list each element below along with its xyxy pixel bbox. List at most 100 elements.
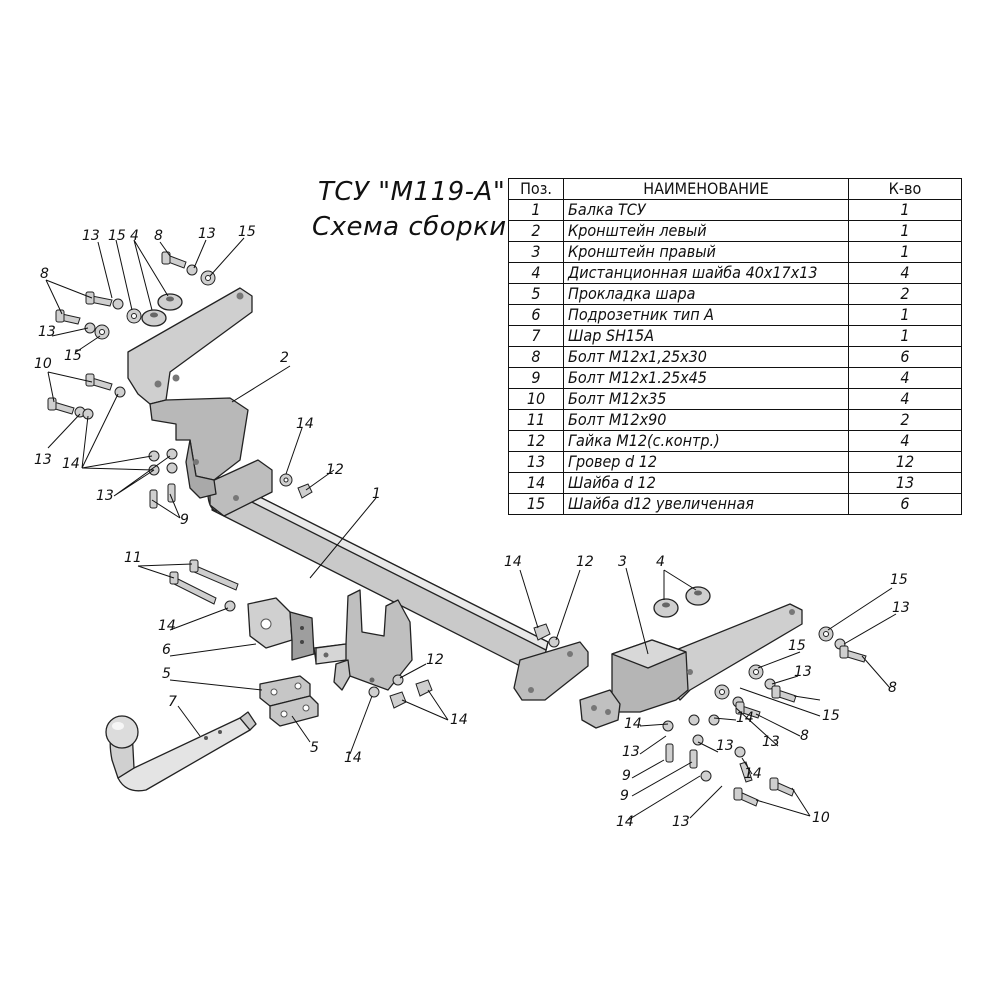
callout: 14 — [158, 618, 176, 634]
callout: 1 — [372, 486, 381, 502]
row-qty: 4 — [848, 430, 962, 452]
callout: 14 — [296, 416, 314, 432]
row-name: Болт М12х35 — [563, 388, 849, 410]
row-pos: 12 — [508, 430, 564, 452]
callout: 13 — [892, 600, 910, 616]
callout: 13 — [762, 734, 780, 750]
row-name: Кронштейн правый — [563, 241, 849, 263]
row-qty: 2 — [848, 283, 962, 305]
table-header-row: Поз. НАИМЕНОВАНИЕ К-во — [508, 178, 962, 200]
row-name: Болт М12х1,25х30 — [563, 346, 849, 368]
callout: 15 — [890, 572, 908, 588]
hardware — [47, 251, 867, 807]
callout: 13 — [622, 744, 640, 760]
callout-labels: 13 15 4 8 13 15 8 13 15 2 10 13 14 13 9 … — [34, 224, 910, 830]
row-qty: 13 — [848, 472, 962, 494]
callout: 14 — [62, 456, 80, 472]
callout: 14 — [504, 554, 522, 570]
callout: 14 — [744, 766, 762, 782]
callout: 13 — [794, 664, 812, 680]
row-name: Гровер d 12 — [563, 451, 849, 473]
row-qty: 1 — [848, 241, 962, 263]
row-pos: 13 — [508, 451, 564, 473]
callout: 15 — [788, 638, 806, 654]
callout: 13 — [716, 738, 734, 754]
spacers-left — [141, 293, 183, 327]
callout: 15 — [64, 348, 82, 364]
row-pos: 5 — [508, 283, 564, 305]
col-header-qty: К-во — [848, 178, 962, 200]
right-bracket — [579, 603, 803, 729]
callout: 9 — [620, 788, 629, 804]
row-pos: 15 — [508, 493, 564, 515]
callout: 8 — [888, 680, 897, 696]
callout: 13 — [198, 226, 216, 242]
callout: 13 — [38, 324, 56, 340]
callout: 15 — [238, 224, 256, 240]
row-qty: 1 — [848, 325, 962, 347]
row-name: Гайка М12(с.контр.) — [563, 430, 849, 452]
row-pos: 6 — [508, 304, 564, 326]
row-name: Балка ТСУ — [563, 199, 849, 221]
row-pos: 1 — [508, 199, 564, 221]
callout: 12 — [326, 462, 344, 478]
row-pos: 7 — [508, 325, 564, 347]
row-name: Болт М12х90 — [563, 409, 849, 431]
row-qty: 4 — [848, 367, 962, 389]
row-pos: 3 — [508, 241, 564, 263]
row-pos: 14 — [508, 472, 564, 494]
callout: 14 — [344, 750, 362, 766]
callout: 6 — [162, 642, 171, 658]
callout: 14 — [616, 814, 634, 830]
callout: 15 — [822, 708, 840, 724]
callout: 10 — [812, 810, 830, 826]
callout: 14 — [624, 716, 642, 732]
callout: 5 — [162, 666, 171, 682]
drawing-title: ТСУ "М119-А" — [318, 177, 506, 207]
row-name: Шайба d 12 — [563, 472, 849, 494]
callout: 13 — [96, 488, 114, 504]
callout: 13 — [672, 814, 690, 830]
callout: 13 — [82, 228, 100, 244]
callout: 12 — [426, 652, 444, 668]
callout: 14 — [450, 712, 468, 728]
row-pos: 2 — [508, 220, 564, 242]
row-pos: 10 — [508, 388, 564, 410]
callout: 15 — [108, 228, 126, 244]
callout: 8 — [40, 266, 49, 282]
callout: 12 — [576, 554, 594, 570]
tow-beam — [207, 459, 589, 701]
callout: 2 — [280, 350, 289, 366]
socket-plate — [247, 597, 315, 661]
tow-ball — [105, 711, 257, 792]
col-header-pos: Поз. — [508, 178, 564, 200]
callout: 4 — [656, 554, 665, 570]
row-qty: 2 — [848, 409, 962, 431]
row-qty: 1 — [848, 220, 962, 242]
row-pos: 8 — [508, 346, 564, 368]
left-bracket — [127, 287, 253, 499]
row-pos: 4 — [508, 262, 564, 284]
callout: 14 — [736, 710, 754, 726]
row-name: Прокладка шара — [563, 283, 849, 305]
callout: 8 — [800, 728, 809, 744]
row-qty: 4 — [848, 388, 962, 410]
row-qty: 12 — [848, 451, 962, 473]
row-qty: 4 — [848, 262, 962, 284]
callout: 8 — [154, 228, 163, 244]
